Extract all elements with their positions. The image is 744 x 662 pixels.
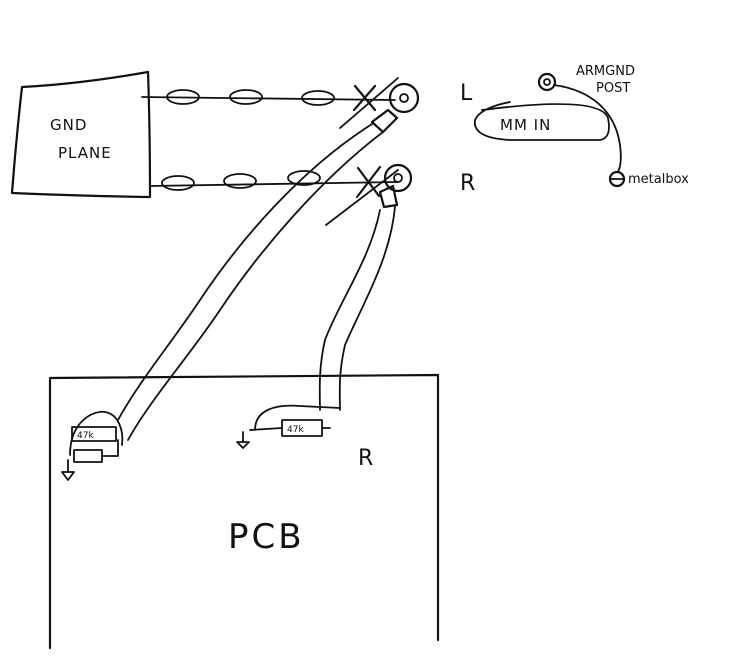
- pcb-channel-label-right: R: [358, 446, 375, 471]
- gnd-plane-label-line2: PLANE: [58, 144, 112, 162]
- pcb-input-left: 47k: [61, 410, 124, 481]
- arm-ground-label-line2: POST: [596, 81, 630, 96]
- gnd-plane-label-line1: GND: [50, 116, 87, 134]
- mm-input-label: MM IN: [500, 116, 551, 134]
- resistor-right-label: 47k: [287, 425, 304, 435]
- pcb-board: PCB R: [48, 373, 440, 650]
- arm-ground-wire: [553, 84, 622, 173]
- pcb-input-right: 47k: [236, 404, 341, 449]
- cable-left: [117, 108, 399, 441]
- metal-box-label: metalbox: [628, 172, 689, 187]
- rca-jack-left: [388, 82, 420, 114]
- arm-ground-label-line1: ARMGND: [576, 64, 635, 79]
- channel-label-right: R: [460, 171, 477, 196]
- strike-mark-right: [325, 169, 399, 226]
- strike-mark-left: [339, 77, 399, 129]
- cable-right: [318, 184, 399, 411]
- pcb-label: PCB: [228, 517, 305, 557]
- resistor-left-label: 47k: [77, 431, 94, 441]
- rca-jack-right: [383, 163, 413, 193]
- channel-label-left: L: [460, 81, 474, 106]
- arm-ground-post: ARMGND POST: [537, 64, 635, 96]
- ground-chain-right: [149, 165, 399, 199]
- ground-chain-left: [141, 84, 396, 112]
- metal-box-terminal: metalbox: [608, 170, 689, 188]
- mm-input-loop: MM IN: [473, 101, 610, 141]
- gnd-plane: GND PLANE: [10, 70, 152, 199]
